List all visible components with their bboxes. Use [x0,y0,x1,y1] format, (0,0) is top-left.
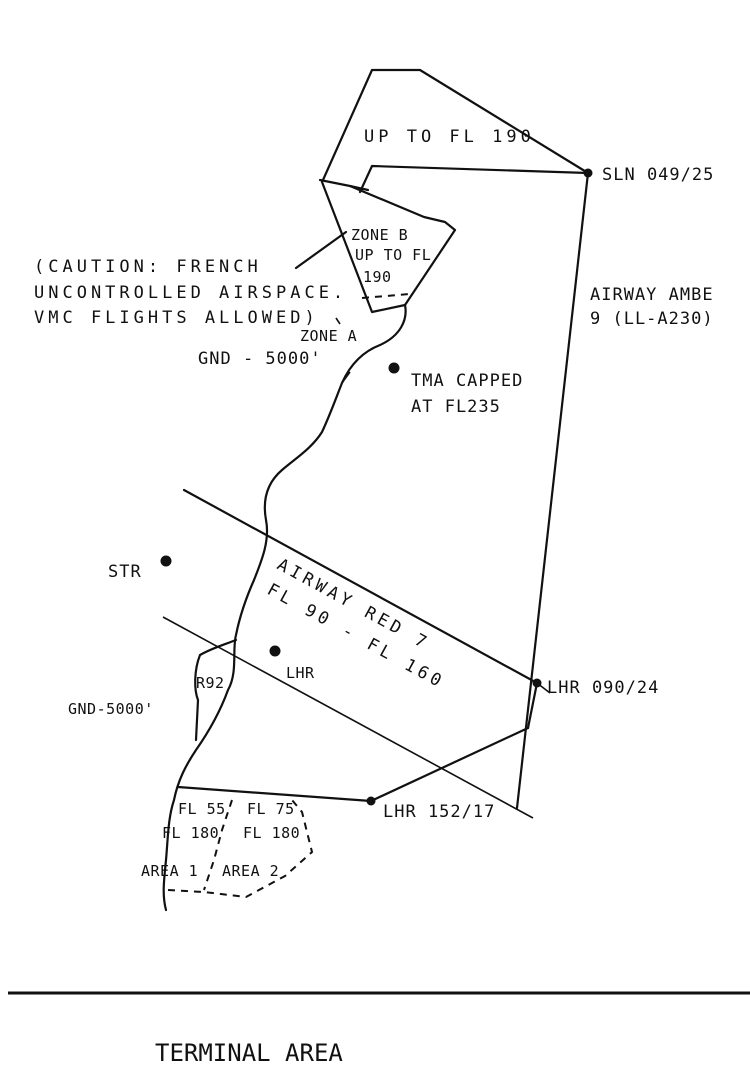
upper-sector-boundary [321,68,590,182]
area-divider [203,799,233,891]
coastline [162,303,407,912]
r92-boundary [194,638,238,742]
label-zone-b-3: 190 [363,268,392,286]
label-fl180-a: FL 180 [162,824,219,842]
lhr-090-to-152-link [526,681,539,730]
lhr-152-boundary [176,726,530,803]
label-lhr: LHR [286,664,315,682]
label-tma-2: AT FL235 [411,397,501,417]
label-fl180-b: FL 180 [243,824,300,842]
label-fl75: FL 75 [247,800,295,818]
label-area2: AREA 2 [222,862,279,880]
str-point [160,555,172,567]
label-area1: AREA 1 [141,862,198,880]
label-str: STR [108,562,142,582]
label-lhr-090: LHR 090/24 [547,678,659,698]
label-up-to-fl190: UP TO FL 190 [364,127,535,147]
caption: TERMINAL AREA [155,1039,343,1067]
label-amber-2: 9 (LL-A230) [590,309,714,329]
label-amber-1: AIRWAY AMBE [590,285,714,305]
label-tma-1: TMA CAPPED [411,371,523,391]
label-lhr-152: LHR 152/17 [383,802,495,822]
sln-point [583,168,593,178]
airway-red7-south [162,616,534,819]
label-gnd-5000-top: GND - 5000' [198,349,322,369]
label-gnd-5000-left: GND-5000' [68,700,154,718]
tma-east-boundary [515,171,590,810]
zone-b-dashed-limit [361,293,411,299]
zone-b-boundary [320,180,457,314]
caution-leader-line [294,230,348,270]
label-caution-2: UNCONTROLLED AIRSPACE. [34,283,347,303]
area-outer-boundary [167,799,314,899]
label-zone-a: ZONE A [300,327,357,345]
lhr-152-point [366,796,376,806]
zone-a-connector [335,317,351,384]
label-r92: R92 [196,674,225,692]
lhr-090-point [532,678,542,688]
label-sln: SLN 049/25 [602,165,714,185]
label-fl55: FL 55 [178,800,226,818]
label-caution-3: VMC FLIGHTS ALLOWED) [34,308,319,328]
label-zone-b-2: UP TO FL [355,246,431,264]
airway-red7-north [182,488,539,685]
upper-sector-base [318,164,590,194]
lhr-point [269,645,281,657]
label-caution-1: (CAUTION: FRENCH [34,257,262,277]
label-zone-b-1: ZONE B [351,226,408,244]
tma-point [388,362,400,374]
